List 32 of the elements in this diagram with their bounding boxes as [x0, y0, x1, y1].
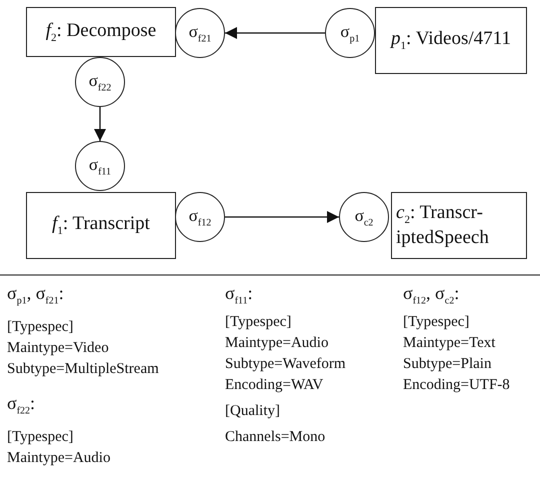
process-box: c$_{2}$: Transcr-iptedSpeech	[391, 192, 527, 259]
port-circle: σ$_{f12}$	[175, 192, 225, 242]
spec-text: [Quality]	[225, 402, 280, 420]
spec-text: Subtype=MultipleStream	[7, 360, 159, 378]
section-heading: σ$_{f22}$:	[7, 393, 36, 418]
spec-text: [Typespec]	[7, 318, 74, 336]
port-circle: σ$_{f22}$	[75, 57, 125, 107]
spec-text: [Typespec]	[403, 313, 470, 331]
arrow	[94, 107, 106, 141]
spec-text: Subtype=Waveform	[225, 355, 346, 373]
spec-text: Encoding=WAV	[225, 376, 324, 394]
section-heading: σ$_{f12}$, σ$_{c2}$:	[403, 283, 460, 308]
process-box: p$_{1}$: Videos/4711	[375, 7, 527, 74]
process-box: f$_{2}$: Decompose	[26, 7, 176, 57]
spec-text: Maintype=Text	[403, 334, 496, 352]
spec-text: [Typespec]	[225, 313, 292, 331]
spec-text: Maintype=Audio	[7, 449, 110, 467]
spec-text: Maintype=Audio	[225, 334, 328, 352]
port-circle: σ$_{p1}$	[325, 8, 375, 58]
arrow	[225, 211, 339, 223]
spec-text: Maintype=Video	[7, 339, 109, 357]
spec-text: Encoding=UTF-8	[403, 376, 510, 394]
arrow	[225, 27, 325, 39]
process-box: f$_{1}$: Transcript	[26, 192, 176, 259]
spec-text: Subtype=Plain	[403, 355, 492, 373]
port-circle: σ$_{c2}$	[339, 192, 389, 242]
section-heading: σ$_{f11}$:	[225, 283, 253, 308]
spec-text: Channels=Mono	[225, 428, 326, 446]
port-circle: σ$_{f11}$	[75, 141, 125, 191]
section-heading: σ$_{p1}$, σ$_{f21}$:	[7, 283, 64, 308]
spec-text: [Typespec]	[7, 428, 74, 446]
port-circle: σ$_{f21}$	[175, 8, 225, 58]
